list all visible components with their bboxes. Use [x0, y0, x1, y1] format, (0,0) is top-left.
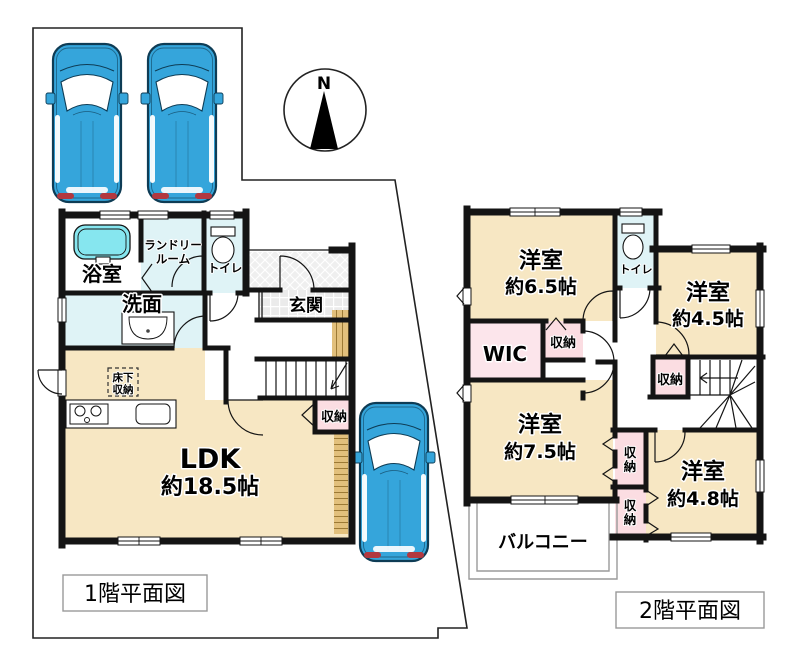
caption-box-1f	[62, 574, 208, 612]
label-storage-side: 収納	[657, 372, 683, 388]
room-storage-hall	[543, 321, 583, 360]
door-washroom	[173, 315, 207, 349]
kitchen-sink	[135, 403, 171, 425]
vanity-bowl	[128, 316, 168, 340]
stove-burner-3	[84, 417, 90, 423]
compass-north-label: N	[317, 74, 331, 94]
door-bedroom-4_5	[655, 321, 690, 356]
door-ldk-exterior	[37, 369, 63, 395]
door-bedroom-4_8	[654, 431, 686, 463]
room-bedroom-4_5	[656, 249, 760, 357]
label-bedroom-6_5: 洋室	[519, 248, 563, 274]
window-midlines-1f	[61, 214, 282, 545]
toilet-bowl-2f	[622, 234, 644, 260]
label-washroom: 洗面	[122, 292, 162, 316]
label-bedroom-7_5-size: 約7.5帖	[504, 440, 576, 463]
label-bath: 浴室	[82, 262, 122, 286]
vent-bedroom-7_5	[462, 384, 472, 403]
label-bedroom-4_5: 洋室	[686, 280, 730, 306]
label-bedroom-4_8-size: 約4.8帖	[667, 487, 739, 510]
stairs-arrow-2f	[699, 372, 738, 384]
stove	[69, 403, 109, 425]
porch-edge-lines	[246, 249, 332, 318]
floor1-plan: 浴室 ランドリー ルーム トイレ 玄関 洗面 床下 収納 LDK 約18.5帖 …	[37, 208, 356, 612]
room-bedroom-4_8	[646, 430, 760, 537]
car-parked-2	[139, 42, 225, 204]
window-midlines-2f	[510, 208, 761, 538]
label-storage-v1-b: 納	[624, 459, 637, 474]
label-laundry-1: ランドリー	[144, 238, 202, 252]
room-bedroom-7_5	[467, 380, 613, 500]
vanity-drain	[146, 329, 150, 333]
car-parked-3	[351, 401, 437, 563]
stove-burner-1	[74, 405, 86, 417]
toilet-tank-1f	[210, 226, 236, 237]
vent-bedroom-6_5	[462, 287, 472, 306]
label-storage-v1-a: 収	[624, 445, 637, 460]
room-bedroom-6_5	[467, 212, 616, 321]
room-storage-column	[615, 430, 646, 537]
caption-box-2f	[615, 591, 765, 629]
label-storage-hall: 収納	[550, 335, 576, 351]
label-wic: WIC	[483, 342, 527, 366]
bathtub-inner	[77, 228, 127, 256]
label-storage-1f: 収納	[321, 409, 347, 425]
label-bedroom-4_8: 洋室	[681, 459, 725, 485]
door-entrance	[279, 255, 315, 291]
entrance-porch	[246, 252, 352, 290]
floor2-plan: 洋室 約6.5帖 トイレ 洋室 約4.5帖 WIC 収納 収納 洋室 約7.5帖…	[456, 205, 767, 629]
door-bedroom-6_5	[582, 290, 614, 322]
label-bedroom-7_5: 洋室	[518, 412, 562, 438]
label-underfloor-1: 床下	[113, 371, 134, 384]
label-bedroom-4_5-size: 約4.5帖	[672, 307, 744, 330]
label-ldk: LDK	[180, 444, 242, 475]
toilet-bowl-1f	[211, 236, 235, 264]
door-gap-ldk-left	[57, 369, 67, 397]
label-toilet-1f: トイレ	[208, 261, 243, 275]
compass-needle-icon	[310, 91, 338, 149]
door-bedroom-7_5	[582, 330, 615, 394]
walls-2f-inner	[464, 209, 766, 543]
door-laundry	[171, 255, 204, 288]
room-storage-1f	[315, 398, 352, 432]
toilet-tank-2f	[621, 223, 645, 234]
wood-strip-ldk	[334, 434, 348, 534]
caption-2f: 2階平面図	[639, 599, 741, 624]
door-toilet-2f	[619, 287, 651, 319]
label-bedroom-6_5-size: 約6.5帖	[505, 275, 577, 298]
label-laundry-2: ルーム	[156, 252, 191, 266]
door-hall-ldk	[227, 399, 264, 436]
stairs-1f	[265, 361, 347, 396]
stairs-area-2f	[688, 357, 760, 430]
label-entrance: 玄関	[289, 295, 323, 316]
label-storage-v2-a: 収	[624, 498, 637, 513]
shoe-cabinet	[332, 310, 350, 358]
room-storage-side	[653, 357, 688, 397]
caption-1f: 1階平面図	[84, 582, 186, 607]
stairs-arrow-1f	[330, 362, 348, 390]
label-ldk-size: 約18.5帖	[161, 474, 259, 500]
folding-door-marks-2f	[456, 287, 684, 537]
bathtub-deck	[95, 256, 111, 265]
compass: N	[283, 68, 367, 152]
stove-burner-2	[90, 405, 102, 417]
underfloor-storage-box	[107, 367, 139, 397]
label-balcony: バルコニー	[498, 532, 588, 553]
room-wic	[467, 321, 543, 380]
folding-door-marks-1f	[141, 263, 316, 428]
walls-1f-inner	[59, 210, 355, 435]
label-toilet-2f: トイレ	[620, 263, 653, 276]
door-toilet-1f	[209, 292, 239, 322]
car-parked-1	[44, 42, 130, 204]
label-underfloor-2: 収納	[113, 383, 134, 396]
label-storage-v2-b: 納	[624, 512, 637, 527]
